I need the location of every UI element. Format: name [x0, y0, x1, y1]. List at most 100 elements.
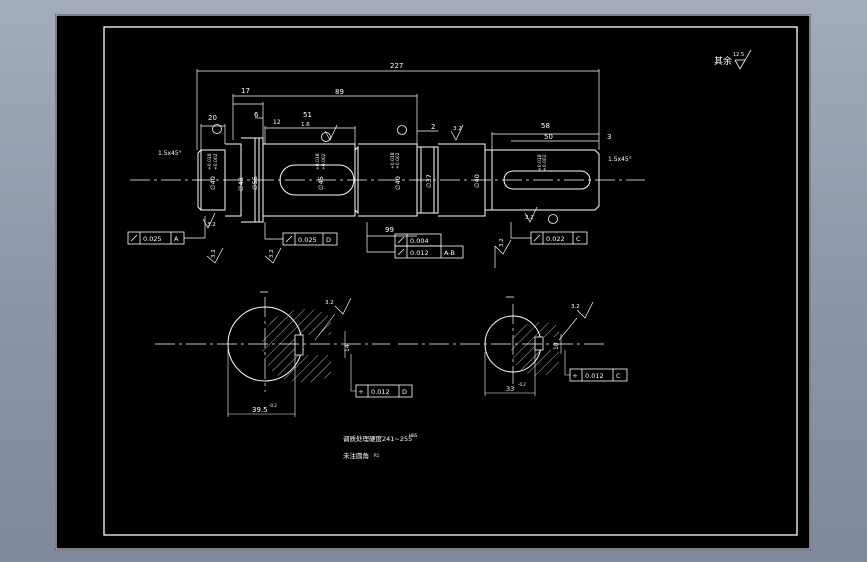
svg-text:0.025: 0.025	[298, 236, 317, 244]
svg-text:0.012: 0.012	[371, 388, 390, 396]
svg-text:HBS: HBS	[409, 433, 418, 438]
svg-text:3.2: 3.2	[211, 249, 217, 258]
dim-20: 20	[208, 114, 217, 122]
svg-text:+0.018: +0.018	[537, 154, 543, 171]
svg-text:+0.002: +0.002	[395, 152, 401, 169]
svg-text:∅40: ∅40	[473, 174, 481, 188]
svg-text:D: D	[402, 388, 407, 396]
dim-12: 12	[273, 119, 281, 126]
dim-6: 6	[254, 111, 259, 119]
svg-text:12.5: 12.5	[733, 52, 744, 58]
roughness-values: 3.2 1.6 3.2 3.2 3.2 3.2 3.2	[207, 122, 534, 258]
dim-17: 17	[241, 87, 250, 95]
svg-text:+0.002: +0.002	[542, 154, 548, 171]
note-fillet: 未注圆角	[343, 451, 369, 460]
datum-d-icon	[321, 132, 331, 142]
svg-text:10: 10	[553, 342, 560, 350]
svg-text:0.004: 0.004	[410, 237, 429, 245]
svg-text:0.025: 0.025	[143, 235, 162, 243]
diameter-labels: ∅40 ∅48 ∅55 ∅45 ∅40 ∅37 ∅40 +0.018 +0.00…	[207, 152, 548, 191]
svg-text:1.6: 1.6	[301, 122, 310, 128]
fcf-runout-left: 0.025 A	[127, 231, 185, 245]
roughness-icon	[324, 124, 338, 141]
svg-text:∅45: ∅45	[317, 176, 325, 190]
svg-text:-0.2: -0.2	[269, 403, 277, 408]
svg-text:其余: 其余	[714, 55, 732, 67]
note-heat-treatment: 调质处理硬度241~255	[343, 434, 412, 443]
datum-a-icon	[212, 124, 222, 134]
dim-2: 2	[431, 123, 435, 131]
drawing-viewport[interactable]: 其余 12.5	[55, 14, 811, 550]
keyway-left	[279, 164, 355, 196]
keyway-right	[503, 170, 591, 190]
shaft-main-view	[130, 137, 645, 223]
runout-icon	[130, 234, 138, 242]
roughness-icon	[494, 239, 512, 255]
svg-text:D: D	[326, 236, 331, 244]
dim-overall: 227	[390, 62, 403, 70]
roughness-icon	[524, 206, 538, 223]
roughness-icon	[576, 301, 594, 319]
svg-text:A: A	[174, 235, 179, 243]
svg-text:∅40: ∅40	[394, 176, 402, 190]
roughness-icon	[450, 124, 464, 141]
section-view-2: 33 -0.2 10 3.2 ÷ 0.012 C	[398, 296, 628, 396]
fcf-stack: 0.004 0.012 A-B	[366, 233, 464, 259]
svg-text:A-B: A-B	[444, 249, 455, 257]
runout-icon	[285, 235, 293, 243]
symmetry-icon: ÷	[572, 372, 578, 380]
svg-text:∅55: ∅55	[251, 176, 259, 190]
svg-text:0.012: 0.012	[410, 249, 429, 257]
roughness-symbol-icon	[734, 49, 752, 70]
roughness-icon	[334, 297, 352, 315]
fcf-runout-mid: 0.025 D	[282, 232, 338, 246]
chamfer-right: 1.5x45°	[608, 156, 632, 163]
svg-text:+0.018: +0.018	[207, 153, 213, 170]
svg-text:R1: R1	[374, 453, 380, 458]
roughness-icon	[206, 247, 224, 264]
svg-text:33: 33	[506, 385, 514, 393]
svg-text:3.2: 3.2	[207, 222, 216, 228]
svg-text:0.012: 0.012	[585, 372, 604, 380]
roughness-note: 其余 12.5	[714, 49, 752, 70]
chamfer-left: 1.5x45°	[158, 150, 182, 157]
svg-text:C: C	[576, 235, 581, 243]
inner-frame	[103, 26, 798, 536]
svg-text:+0.002: +0.002	[213, 153, 219, 170]
svg-text:∅40: ∅40	[209, 176, 217, 190]
svg-text:0.022: 0.022	[546, 235, 565, 243]
svg-text:3.2: 3.2	[269, 249, 275, 258]
runout-icon	[397, 248, 405, 256]
svg-text:∅48: ∅48	[237, 177, 245, 191]
leader-lines	[184, 216, 283, 240]
runout-icon	[533, 234, 541, 242]
roughness-icon	[264, 247, 282, 264]
svg-text:3.2: 3.2	[453, 126, 462, 132]
technical-notes: 调质处理硬度241~255 HBS 未注圆角 R1	[343, 433, 418, 460]
dimensions-top	[196, 69, 600, 246]
dim-50: 50	[544, 133, 553, 141]
svg-text:∅37: ∅37	[425, 174, 433, 188]
section-view-1: 39.5 -0.2 14 3.2 ÷ 0.012 D	[155, 291, 413, 417]
svg-text:+0.002: +0.002	[321, 153, 327, 170]
dim-51: 51	[303, 111, 312, 119]
svg-text:+0.018: +0.018	[315, 153, 321, 170]
outer-frame	[55, 14, 811, 550]
cad-drawing: 其余 12.5	[55, 14, 811, 550]
dim-3: 3	[607, 133, 611, 141]
fcf-runout-c: 0.022 C	[510, 222, 588, 245]
datum-c-icon	[548, 214, 558, 224]
dim-58: 58	[541, 122, 550, 130]
roughness-symbols	[202, 124, 538, 268]
svg-text:C: C	[616, 372, 621, 380]
svg-text:+0.018: +0.018	[390, 152, 396, 169]
svg-text:14: 14	[344, 344, 351, 352]
svg-text:3.2: 3.2	[571, 304, 580, 310]
dim-99: 99	[385, 226, 394, 234]
datum-b-icon	[397, 125, 407, 135]
svg-text:3.2: 3.2	[525, 215, 534, 221]
dimension-texts: 227 17 89 6 12 51 2 58 50 3 20 99 1.5x45…	[158, 62, 632, 234]
dim-89: 89	[335, 88, 344, 96]
svg-text:3.2: 3.2	[325, 300, 334, 306]
cylindricity-icon	[397, 236, 405, 244]
